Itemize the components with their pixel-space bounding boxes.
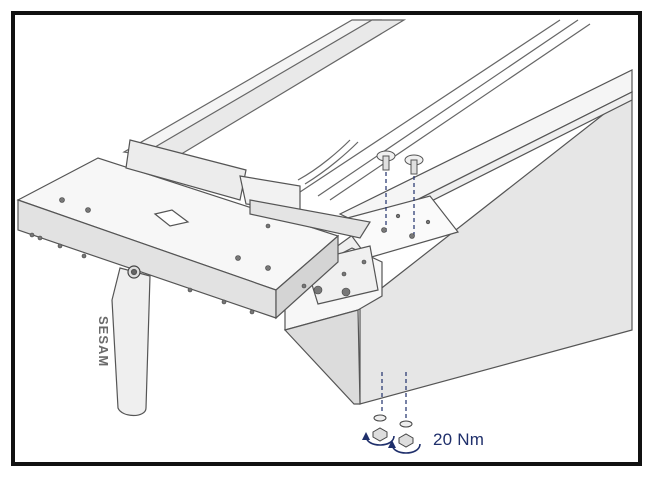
bolt-icon <box>376 150 424 175</box>
handle-brand-label: SESAM <box>96 316 111 368</box>
rail-track <box>122 19 591 201</box>
nut-icon <box>372 414 414 448</box>
carriage <box>16 139 371 320</box>
torque-spec-label: 20 Nm <box>433 430 485 449</box>
bracket-holes <box>301 213 431 297</box>
insertion-guide-lines <box>381 172 415 420</box>
release-handle <box>111 265 151 417</box>
profile-rail <box>283 69 633 405</box>
rotation-arrow-icon <box>362 432 421 454</box>
